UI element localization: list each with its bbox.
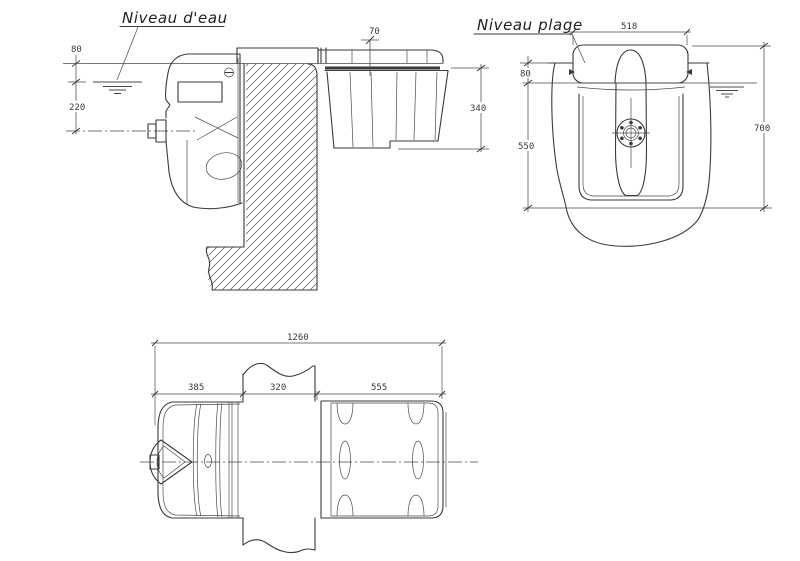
lid-side [317, 49, 444, 70]
dim-1260: 1260 [287, 333, 309, 343]
skimmer-body-side [165, 53, 243, 210]
plan-view: 1260 385 320 555 [140, 333, 478, 554]
front-dim-80-550: 80 550 [517, 56, 552, 212]
front-dim-518: 518 [569, 22, 691, 45]
lid-front [569, 44, 692, 84]
plan-dim-1260: 1260 [151, 333, 446, 425]
beach-level-callout: Niveau plage [473, 16, 586, 64]
lid-seat-bar [325, 66, 440, 70]
plan-dim-row: 385 320 555 [151, 374, 446, 400]
lid-clip-left [569, 69, 575, 75]
skimmer-body-plan [149, 401, 244, 519]
dim-700-front: 700 [754, 124, 770, 134]
dim-80-front: 80 [520, 70, 531, 80]
dim-555: 555 [371, 383, 387, 393]
screw-icon [224, 67, 234, 78]
sight-oval [204, 454, 212, 468]
side-dim-70: 70 [361, 27, 380, 76]
water-level-callout: Niveau d'eau [116, 9, 228, 81]
tongue-front [614, 82, 648, 197]
front-dim-700: 700 [692, 42, 774, 212]
side-section-view: Niveau d'eau 80 220 [63, 9, 493, 291]
flap-door [177, 81, 223, 103]
front-elevation-view: Niveau plage [473, 16, 774, 247]
lid-clip-right [686, 69, 692, 75]
water-level-leader [116, 26, 139, 81]
dim-340-side: 340 [470, 104, 486, 114]
dim-320: 320 [270, 383, 286, 393]
dim-518: 518 [621, 22, 637, 32]
water-level-symbol-icon [93, 81, 142, 94]
water-level-label: Niveau d'eau [122, 9, 228, 27]
nozzle-side [147, 119, 167, 143]
pool-wall-plan [242, 362, 316, 554]
side-dim-340: 340 [398, 64, 493, 153]
dim-70-side: 70 [369, 27, 380, 37]
skimmer-shell-front [547, 62, 712, 247]
beach-level-label: Niveau plage [477, 16, 583, 34]
dim-80-side: 80 [71, 45, 82, 55]
side-dim-80-220: 80 220 [68, 45, 86, 135]
basket-housing-plan [320, 400, 447, 519]
flap-ellipse [205, 152, 243, 180]
flange-icon [612, 98, 650, 168]
water-level-symbol-icon-front [710, 86, 744, 98]
basket-bucket-side [324, 69, 449, 149]
deck-slab [236, 47, 327, 64]
dim-385: 385 [188, 383, 204, 393]
dim-550-front: 550 [518, 142, 534, 152]
dim-220-side: 220 [69, 103, 85, 113]
wall-break-edge [205, 63, 318, 291]
pool-wall-section [205, 62, 318, 291]
beach-level-leader [571, 33, 586, 64]
inner-housing-front [576, 82, 686, 201]
